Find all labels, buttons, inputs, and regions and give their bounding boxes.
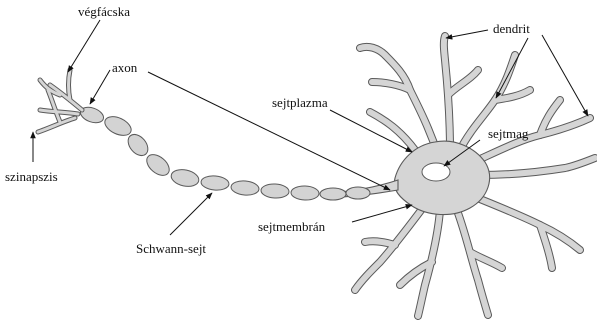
axon-terminals — [38, 70, 82, 132]
schwann-cell-segment — [170, 167, 201, 188]
leader-sejtmembran — [352, 205, 412, 222]
schwann-cell-segment — [102, 113, 134, 139]
nucleus — [422, 163, 450, 181]
schwann-cell-segment — [261, 183, 290, 198]
label-axon: axon — [112, 61, 137, 74]
label-vegfacska: végfácska — [78, 5, 130, 18]
leader-dendrit-1 — [446, 30, 488, 38]
schwann-cell-segment — [143, 151, 173, 180]
leader-dendrit-3 — [542, 35, 588, 116]
schwann-cell-segment — [124, 131, 152, 160]
schwann-cell-segment — [320, 188, 346, 200]
leader-axon — [90, 70, 110, 104]
leader-schwann — [170, 193, 212, 235]
schwann-cell-segment — [200, 175, 229, 191]
label-sejtmag: sejtmag — [488, 127, 528, 140]
label-schwann-sejt: Schwann-sejt — [136, 242, 206, 255]
schwann-cell-segment — [346, 187, 370, 199]
schwann-cell-segment — [230, 180, 259, 196]
label-sejtmembran: sejtmembrán — [258, 220, 325, 233]
myelin-sheath — [78, 104, 370, 200]
label-sejtplazma: sejtplazma — [272, 96, 328, 109]
label-szinapszis: szinapszis — [5, 170, 58, 183]
leader-vegfacska — [68, 20, 100, 72]
schwann-cell-segment — [291, 186, 319, 201]
label-dendrit: dendrit — [493, 22, 530, 35]
